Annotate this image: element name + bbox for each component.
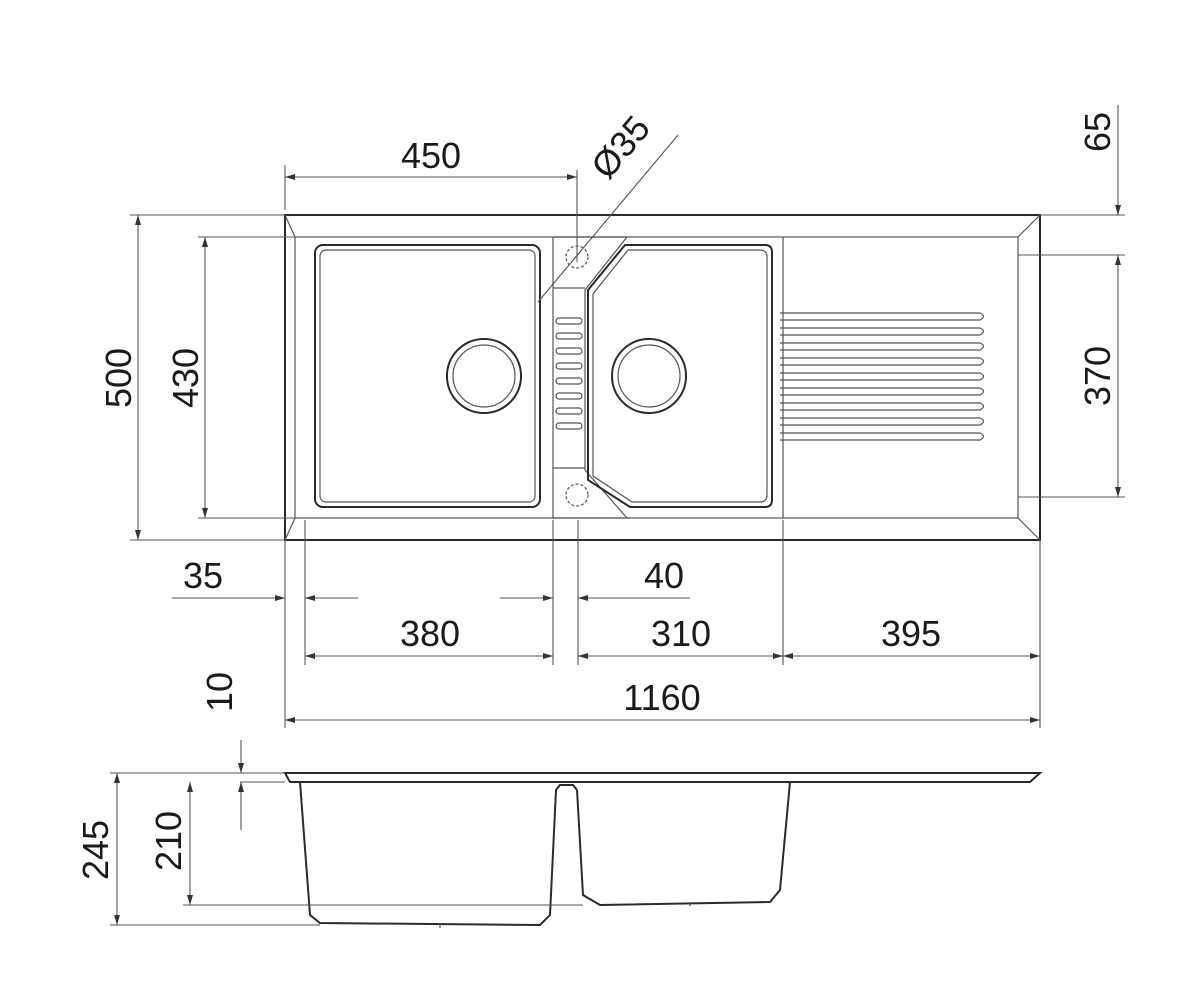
sink-side-view xyxy=(283,772,1043,928)
sink-outer-rim xyxy=(284,214,1041,541)
dimension-lines xyxy=(110,105,1125,926)
dim-diameter: Ø35 xyxy=(583,108,658,186)
right-bowl xyxy=(587,244,773,508)
sink-top-view xyxy=(284,214,1041,541)
dimension-labels: 450 Ø35 65 500 430 370 35 40 380 310 395… xyxy=(75,108,1118,880)
dim-450: 450 xyxy=(401,135,461,176)
side-rim xyxy=(283,772,1043,783)
dim-500: 500 xyxy=(98,348,139,408)
center-divider xyxy=(552,236,629,519)
overflow-slots xyxy=(555,317,583,430)
dim-210: 210 xyxy=(148,811,189,871)
accessory-hole-icon xyxy=(565,483,589,507)
dim-370: 370 xyxy=(1077,346,1118,406)
right-drain-icon xyxy=(611,338,687,414)
dim-380: 380 xyxy=(400,613,460,654)
left-drain-icon xyxy=(446,338,522,414)
side-right-bowl xyxy=(576,781,791,907)
left-bowl xyxy=(314,244,541,508)
dim-430: 430 xyxy=(165,348,206,408)
dim-40: 40 xyxy=(644,555,684,596)
dim-35: 35 xyxy=(183,555,223,596)
dim-1160: 1160 xyxy=(623,677,700,718)
dim-310: 310 xyxy=(651,613,711,654)
dim-395: 395 xyxy=(881,613,941,654)
drainer-board xyxy=(780,237,985,518)
sink-inner-rim xyxy=(294,236,1019,519)
dim-10: 10 xyxy=(199,672,240,712)
dim-65: 65 xyxy=(1077,112,1118,152)
dim-245: 245 xyxy=(75,820,116,880)
drainer-grooves xyxy=(780,312,985,441)
side-left-bowl xyxy=(299,781,578,927)
